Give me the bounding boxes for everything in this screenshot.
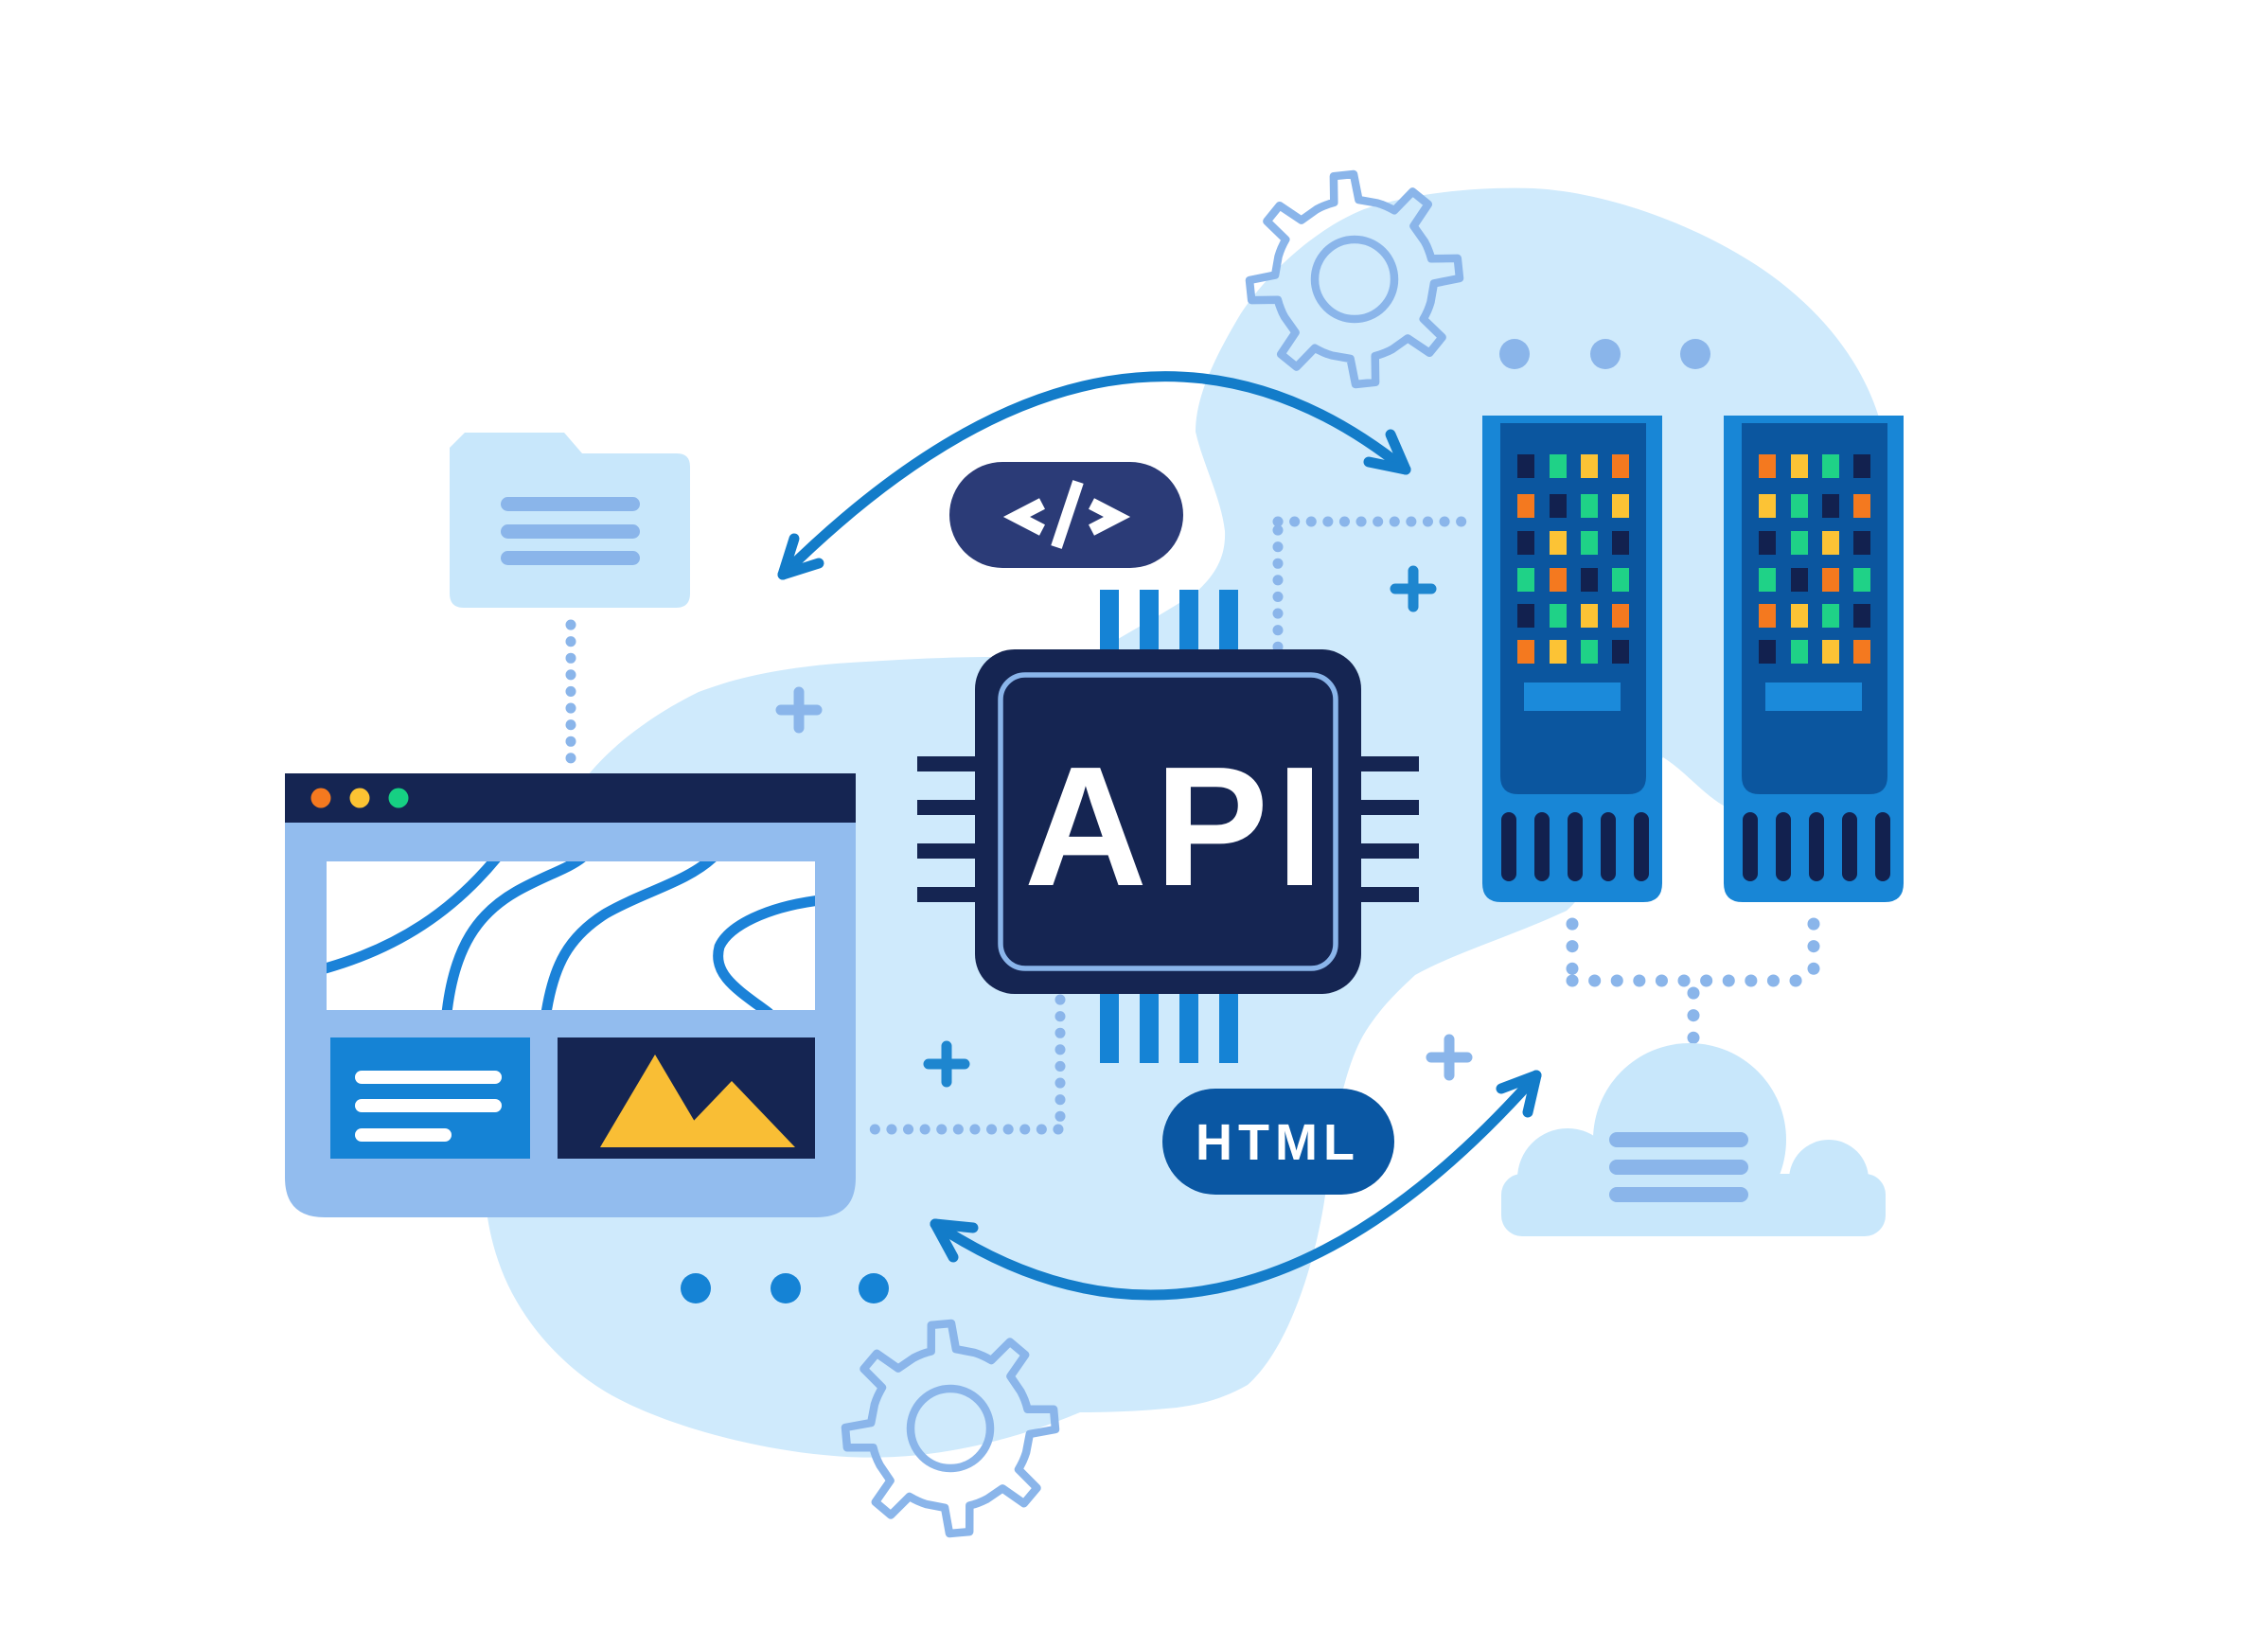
svg-text:HTML: HTML — [1196, 1114, 1360, 1171]
svg-text:API: API — [1024, 732, 1331, 922]
